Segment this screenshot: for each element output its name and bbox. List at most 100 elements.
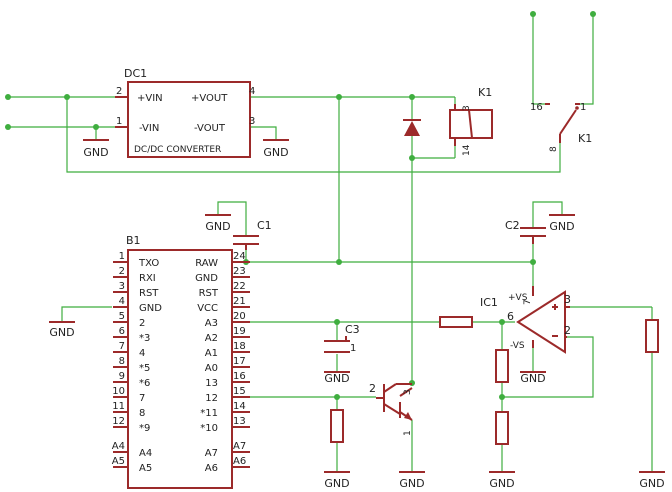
ground-symbol: GND <box>324 471 350 490</box>
ground-label: GND <box>489 477 514 490</box>
wire-switch-16 <box>532 14 545 105</box>
b1-pin-label: *6 <box>139 378 150 389</box>
b1-left-pin[interactable]: 12*9 <box>112 416 150 434</box>
ground-symbol: GND <box>639 471 665 490</box>
dc1-pin-vout-pos: +VOUT <box>191 93 228 104</box>
b1-left-pin[interactable]: 52 <box>113 311 145 329</box>
resistor-base[interactable] <box>330 409 344 443</box>
b1-pin-number: 1 <box>119 251 125 262</box>
capacitor-c2[interactable]: C2 <box>505 219 546 244</box>
b1-pin-label: A1 <box>205 348 218 359</box>
k1-coil-label: K1 <box>478 86 492 99</box>
b1-pin-label: A6 <box>205 463 218 474</box>
junction-dot <box>409 155 415 161</box>
b1-left-pin[interactable]: 118 <box>112 401 145 419</box>
resistor-input[interactable] <box>439 316 473 328</box>
terminal-switch-1[interactable] <box>590 11 596 17</box>
b1-pin-number: 22 <box>233 281 246 292</box>
transistor-pin-number: 2 <box>369 382 376 395</box>
resistor-output[interactable] <box>645 319 659 353</box>
ground-symbol: GND <box>83 139 109 159</box>
b1-pin-number: 13 <box>233 416 246 427</box>
ground-label: GND <box>324 477 349 490</box>
ground-label: GND <box>520 372 545 385</box>
wire-c1-gnd <box>217 201 247 235</box>
b1-pin-label: 2 <box>139 318 145 329</box>
dc1-pin-number: 4 <box>249 86 255 97</box>
dc1-converter[interactable]: DC1 2 1 4 3 +VIN -VIN +VOUT -VOUT DC/DC … <box>115 67 255 158</box>
junction-dot <box>530 259 536 265</box>
terminal-switch-16[interactable] <box>530 11 536 17</box>
b1-pin-label: RAW <box>195 258 218 269</box>
b1-pin-number: 16 <box>233 371 246 382</box>
c2-label: C2 <box>505 219 520 232</box>
b1-label: B1 <box>126 234 141 247</box>
capacitor-c1[interactable]: C1 <box>233 219 272 250</box>
capacitor-c3[interactable]: C3 1 <box>324 323 360 354</box>
k1-coil-pin-number: 14 <box>462 144 472 156</box>
k1-relay-switch[interactable]: 16 1 8 K1 <box>530 102 592 152</box>
b1-pin-label: A5 <box>139 463 152 474</box>
b1-pin-label: GND <box>139 303 162 314</box>
transistor-pin-number: 1 <box>403 430 413 436</box>
b1-pin-number: 3 <box>119 281 125 292</box>
wire-switch-1 <box>580 14 594 105</box>
b1-pin-label: A7 <box>205 448 218 459</box>
b1-pin-label: RXI <box>139 273 156 284</box>
ground-symbol: GND <box>324 371 350 385</box>
junction-dot <box>409 94 415 100</box>
junction-dot <box>334 394 340 400</box>
b1-left-pin[interactable]: 74 <box>113 341 145 359</box>
b1-pin-label: 4 <box>139 348 145 359</box>
b1-pin-number: A4 <box>112 441 125 452</box>
terminal-input-positive[interactable] <box>5 94 11 100</box>
b1-pin-label: RST <box>199 288 219 299</box>
resistor-feedback-lower[interactable] <box>495 411 509 445</box>
b1-pin-number: 24 <box>233 251 246 262</box>
resistor-feedback-upper[interactable] <box>495 349 509 383</box>
ground-label: GND <box>49 326 74 339</box>
b1-left-pin[interactable]: 107 <box>112 386 145 404</box>
b1-left-pin[interactable]: 9*6 <box>113 371 150 389</box>
k1-relay-coil[interactable]: K1 3 14 <box>449 86 493 156</box>
npn-transistor[interactable]: 2 3 1 <box>369 382 413 436</box>
b1-pin-label: 7 <box>139 393 145 404</box>
b1-pin-number: A7 <box>233 441 246 452</box>
b1-right-pin[interactable]: 14*11 <box>200 401 250 419</box>
wires <box>8 14 653 472</box>
dc1-pin-number: 1 <box>116 116 122 127</box>
b1-microcontroller[interactable]: B1 1TXO2RXI3RST4GND526*3748*59*610711812… <box>112 234 250 489</box>
b1-right-pin[interactable]: 13 *10 <box>200 416 250 434</box>
terminal-input-negative[interactable] <box>5 124 11 130</box>
flyback-diode[interactable] <box>403 119 421 136</box>
ground-label: GND <box>83 146 108 159</box>
b1-left-pin[interactable]: 6*3 <box>113 326 150 344</box>
ic1-opamp[interactable]: IC1 +VS -VS 7 6 3 2 <box>480 286 571 354</box>
dc1-pin-vin-neg: -VIN <box>139 123 159 134</box>
junction-dot <box>64 94 70 100</box>
b1-pin-number: 5 <box>119 311 125 322</box>
b1-pin-label: *10 <box>200 423 218 434</box>
b1-left-pin[interactable]: 8*5 <box>113 356 150 374</box>
ic1-pin-number: 2 <box>564 324 571 337</box>
